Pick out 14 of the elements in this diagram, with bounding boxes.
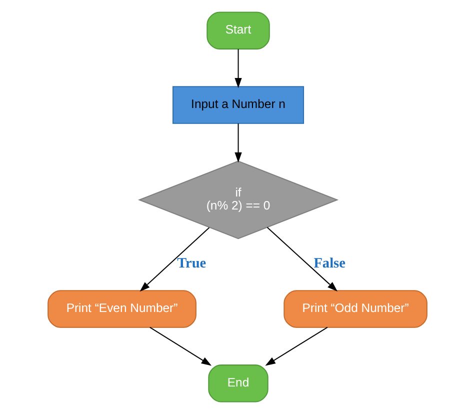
arrow [234,124,242,163]
arrow [266,226,338,292]
arrow [264,326,328,366]
arrow [234,49,242,88]
arrow [139,227,210,292]
node-box: Input a Number n [172,86,304,124]
arrow [149,326,212,366]
node-box: Print “Even Number” [47,290,196,328]
node-box: End [208,364,268,402]
edge-label: True [176,255,206,272]
node-box: Start [206,12,270,50]
edge-label: False [313,255,345,272]
node-box: Print “Odd Number” [283,290,427,328]
node-diamond: if (n% 2) == 0 [137,160,338,240]
